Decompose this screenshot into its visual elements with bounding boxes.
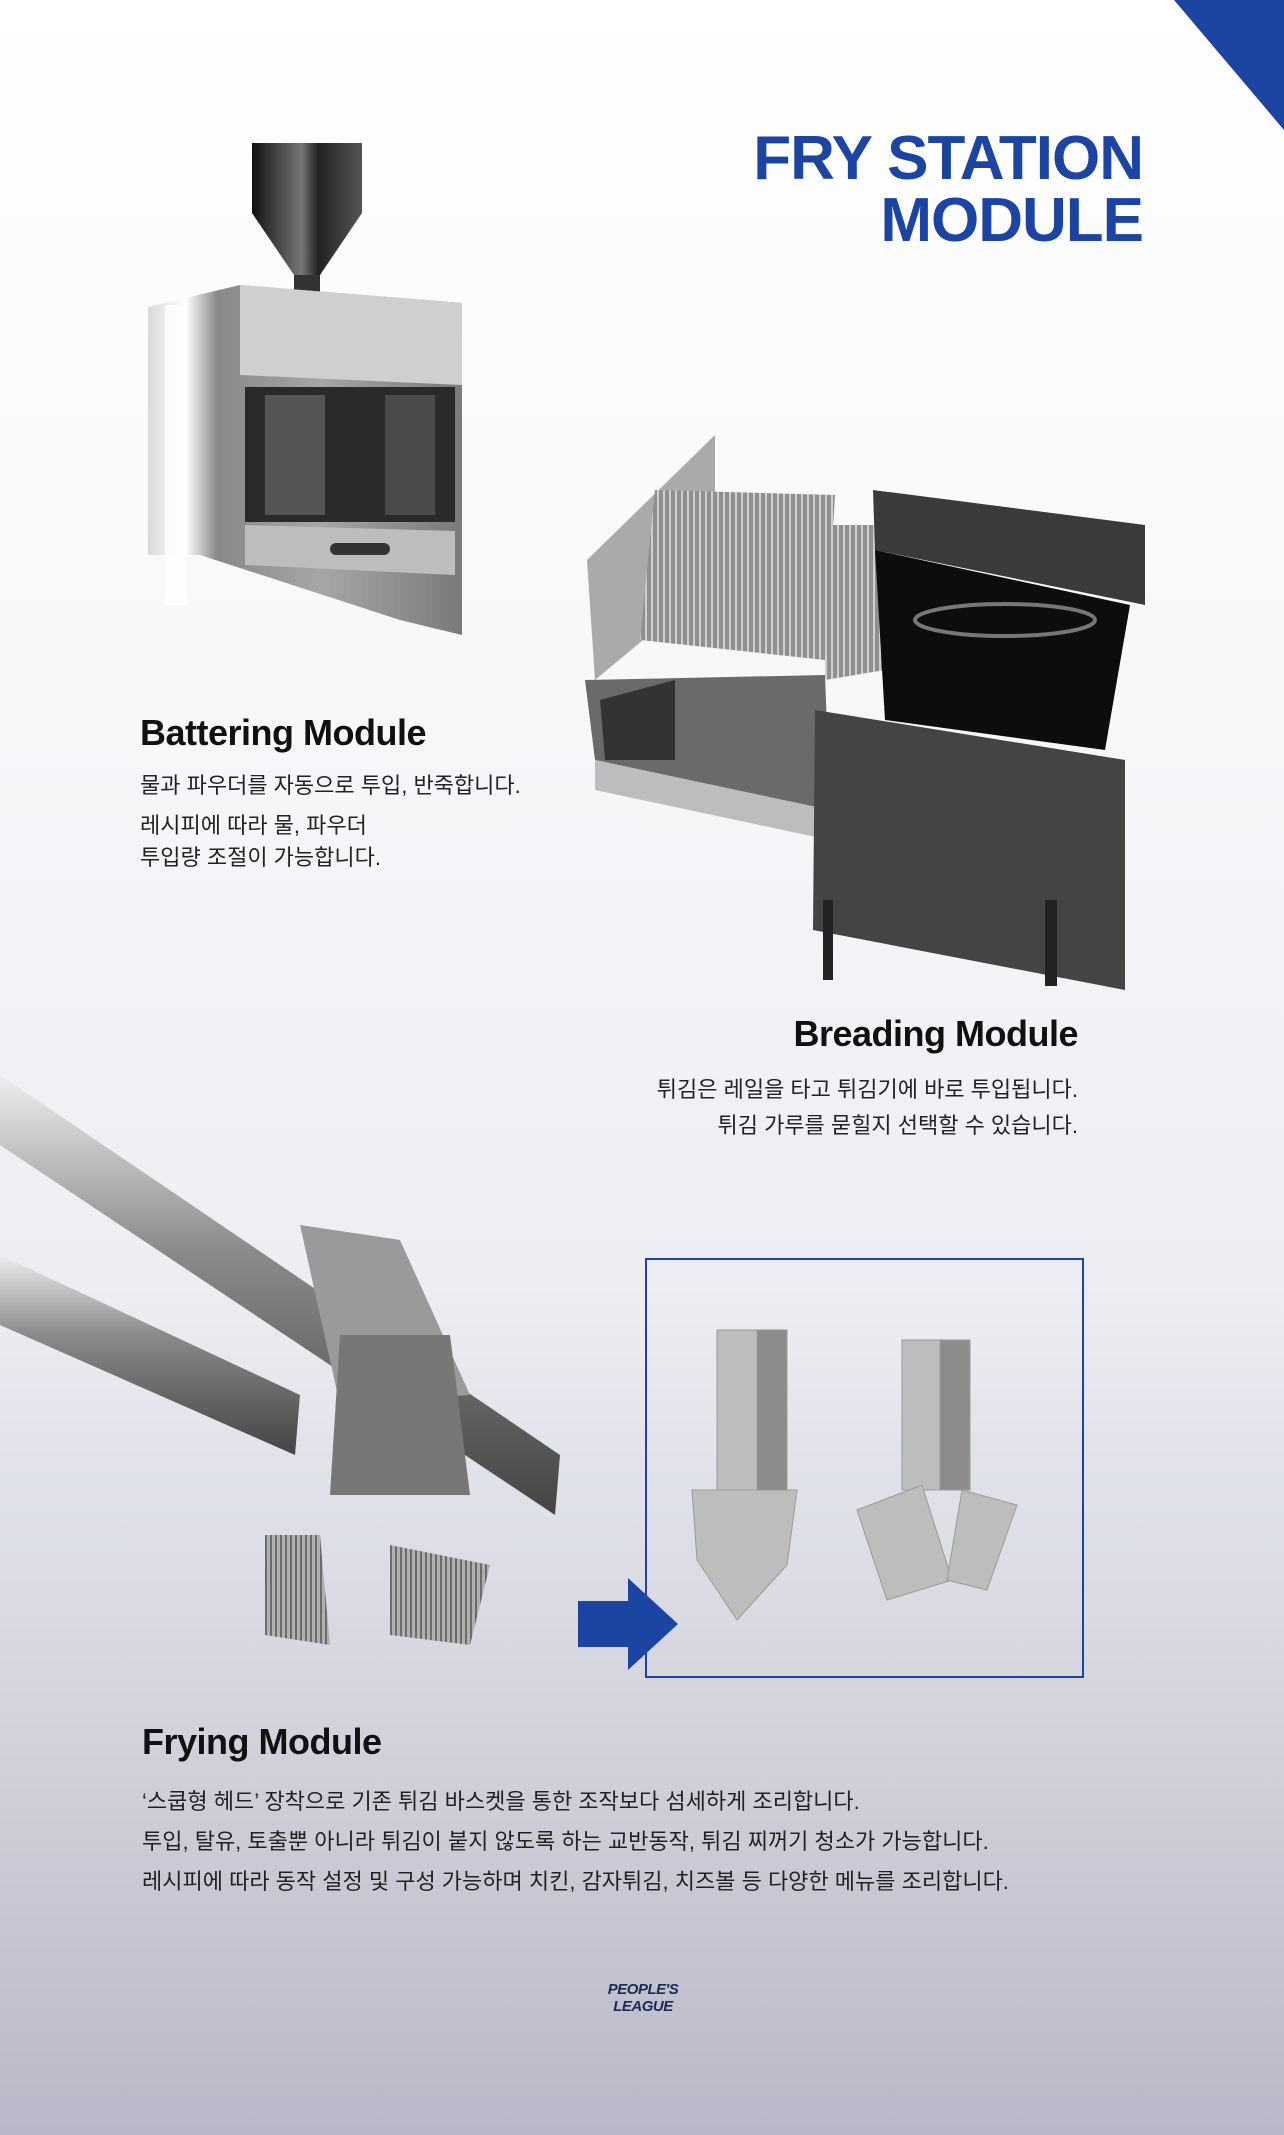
frying-arm-illustration bbox=[0, 1075, 560, 1645]
scoop-head-detail-frame bbox=[645, 1258, 1084, 1678]
desc-line: 물과 파우더를 자동으로 투입, 반죽합니다. bbox=[140, 773, 521, 798]
breading-machine-illustration bbox=[585, 435, 1145, 990]
corner-triangle-icon bbox=[1174, 0, 1284, 130]
frying-module-title: Frying Module bbox=[142, 1721, 382, 1762]
battering-module-title: Battering Module bbox=[140, 712, 427, 753]
breading-module-description: 튀김은 레일을 타고 튀김기에 바로 투입됩니다. 튀김 가루를 묻힐지 선택할… bbox=[478, 1072, 1078, 1144]
battering-module-description: 물과 파우더를 자동으로 투입, 반죽합니다. 레시피에 따라 물, 파우더 투… bbox=[140, 770, 600, 874]
desc-line: 튀김 가루를 묻힐지 선택할 수 있습니다. bbox=[717, 1113, 1078, 1138]
frying-module-description: ‘스쿱형 헤드’ 장착으로 기존 튀김 바스켓을 통한 조작보다 섬세하게 조리… bbox=[142, 1782, 1092, 1902]
desc-line: ‘스쿱형 헤드’ 장착으로 기존 튀김 바스켓을 통한 조작보다 섬세하게 조리… bbox=[142, 1789, 860, 1814]
desc-line: 투입, 탈유, 토출뿐 아니라 튀김이 붙지 않도록 하는 교반동작, 튀김 찌… bbox=[142, 1829, 989, 1854]
title-line-2: MODULE bbox=[880, 186, 1144, 255]
desc-line: 튀김은 레일을 타고 튀김기에 바로 투입됩니다. bbox=[656, 1077, 1078, 1102]
right-arrow-icon bbox=[578, 1578, 678, 1670]
battering-machine-illustration bbox=[148, 143, 462, 635]
desc-line: 레시피에 따라 동작 설정 및 구성 가능하며 치킨, 감자튀김, 치즈볼 등 … bbox=[142, 1869, 1009, 1894]
desc-line: 레시피에 따라 물, 파우더 bbox=[140, 813, 367, 838]
scoop-head-illustration bbox=[691, 1329, 1018, 1621]
title-line-1: FRY STATION bbox=[753, 124, 1144, 193]
page-title: FRY STATION MODULE bbox=[543, 124, 1144, 255]
brand-logo: PEOPLE'S LEAGUE bbox=[607, 1981, 679, 2015]
desc-line: 투입량 조절이 가능합니다. bbox=[140, 845, 381, 870]
breading-module-title: Breading Module bbox=[793, 1013, 1078, 1054]
